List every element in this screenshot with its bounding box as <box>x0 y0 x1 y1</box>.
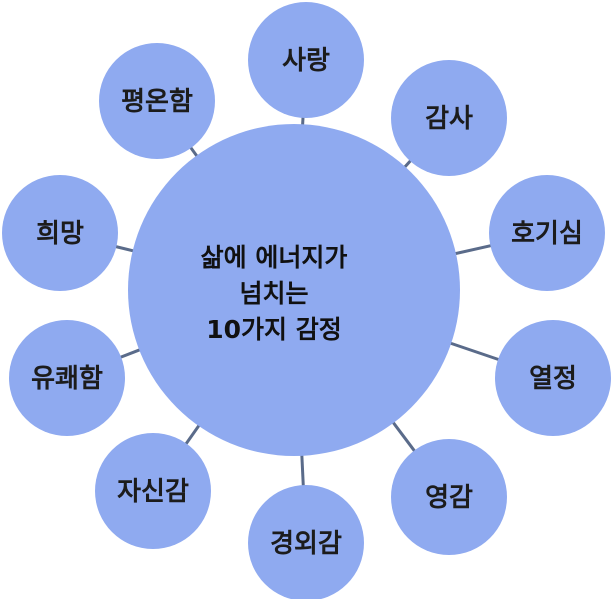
connector-6 <box>300 451 305 488</box>
emotion-node-2: 감사 <box>391 60 507 176</box>
center-line-2: 넘치는 <box>239 279 308 308</box>
emotion-label-1: 사랑 <box>282 46 330 76</box>
emotion-node-4: 열정 <box>495 320 611 436</box>
emotion-circle-7 <box>95 433 211 549</box>
connector-8 <box>118 347 144 360</box>
emotion-circle-6 <box>248 485 364 599</box>
center-line-1: 삶에 에너지가 <box>201 243 348 272</box>
connectors <box>114 115 501 488</box>
emotion-node-5: 영감 <box>391 439 507 555</box>
emotion-circle-10 <box>99 43 215 159</box>
emotion-circle-4 <box>495 320 611 436</box>
emotion-node-1: 사랑 <box>248 2 364 118</box>
emotion-circle-5 <box>391 439 507 555</box>
center-node: 삶에 에너지가 넘치는 10가지 감정 <box>128 124 460 456</box>
center-circle <box>128 124 460 456</box>
emotion-circle-8 <box>9 320 125 436</box>
connector-3 <box>451 243 493 256</box>
emotion-label-5: 영감 <box>425 483 473 513</box>
emotion-label-8: 유쾌함 <box>31 364 103 394</box>
connector-5 <box>389 418 417 454</box>
emotion-label-2: 감사 <box>425 104 473 134</box>
connector-7 <box>183 421 203 447</box>
emotion-circle-9 <box>2 175 118 291</box>
emotion-label-7: 자신감 <box>117 477 189 507</box>
emotion-circle-2 <box>391 60 507 176</box>
center-line-3: 10가지 감정 <box>206 315 342 344</box>
emotion-node-6: 경외감 <box>248 485 364 599</box>
emotion-node-7: 자신감 <box>95 433 211 549</box>
emotion-node-9: 희망 <box>2 175 118 291</box>
emotion-label-4: 열정 <box>529 364 577 394</box>
emotion-label-9: 희망 <box>36 219 84 249</box>
emotion-node-10: 평온함 <box>99 43 215 159</box>
emotion-node-3: 호기심 <box>489 175 605 291</box>
emotion-node-8: 유쾌함 <box>9 320 125 436</box>
emotion-label-3: 호기심 <box>511 219 583 249</box>
connector-4 <box>446 340 501 362</box>
emotion-label-10: 평온함 <box>121 87 193 117</box>
emotion-circle-1 <box>248 2 364 118</box>
emotion-label-6: 경외감 <box>270 529 342 559</box>
emotion-circle-3 <box>489 175 605 291</box>
